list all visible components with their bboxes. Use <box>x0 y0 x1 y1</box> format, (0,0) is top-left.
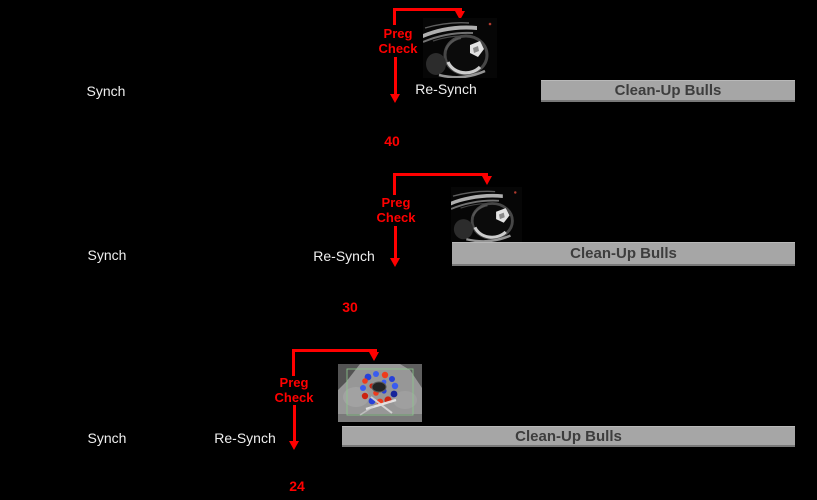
color-doppler-ultrasound-scan <box>338 364 422 422</box>
preg-check-line1: Preg <box>383 26 413 41</box>
preg-check-line2: Check <box>378 41 418 56</box>
resynch-label: Re-Synch <box>313 248 375 264</box>
scan-arrowhead-icon <box>455 11 465 20</box>
embryo-ultrasound-scan <box>451 187 522 242</box>
preg-check-label: Preg Check <box>378 26 417 56</box>
cleanup-bulls-bar: Clean-Up Bulls <box>342 426 795 447</box>
day-count-label: 40 <box>384 133 400 149</box>
cleanup-bulls-label: Clean-Up Bulls <box>515 427 622 445</box>
preg-check-line2: Check <box>376 210 416 225</box>
preg-check-label: Preg Check <box>274 375 313 405</box>
day-count-label: 30 <box>342 299 358 315</box>
synch-label: Synch <box>86 83 126 99</box>
preg-check-arrow-line <box>293 405 296 442</box>
preg-check-bracket-line <box>393 8 396 25</box>
preg-check-line2: Check <box>274 390 314 405</box>
preg-check-line1: Preg <box>279 375 309 390</box>
preg-check-bracket-line <box>393 173 396 195</box>
preg-check-arrow-line <box>394 226 397 259</box>
scan-arrowhead-icon <box>482 176 492 185</box>
resynch-label: Re-Synch <box>415 81 477 97</box>
embryo-ultrasound-scan <box>423 18 497 78</box>
doppler-ultrasound-image-icon <box>338 364 422 422</box>
timeline-arrowhead-icon <box>390 94 400 103</box>
preg-check-bracket-line <box>393 173 488 176</box>
scan-arrowhead-icon <box>369 352 379 361</box>
day-count-label: 24 <box>289 478 305 494</box>
ultrasound-image-icon <box>451 187 522 242</box>
synch-label: Synch <box>87 247 127 263</box>
preg-check-label: Preg Check <box>376 195 415 225</box>
preg-check-arrow-line <box>394 57 397 95</box>
synch-label: Synch <box>87 430 127 446</box>
preg-check-bracket-line <box>292 349 377 352</box>
cleanup-bulls-bar: Clean-Up Bulls <box>541 80 795 102</box>
timeline-arrowhead-icon <box>390 258 400 267</box>
cleanup-bulls-bar: Clean-Up Bulls <box>452 242 795 266</box>
preg-check-line1: Preg <box>381 195 411 210</box>
cleanup-bulls-label: Clean-Up Bulls <box>614 82 722 99</box>
preg-check-bracket-line <box>393 8 462 11</box>
resynch-label: Re-Synch <box>214 430 276 446</box>
timeline-arrowhead-icon <box>289 441 299 450</box>
ultrasound-image-icon <box>423 18 497 78</box>
cleanup-bulls-label: Clean-Up Bulls <box>570 245 677 262</box>
preg-check-bracket-line <box>292 349 295 376</box>
